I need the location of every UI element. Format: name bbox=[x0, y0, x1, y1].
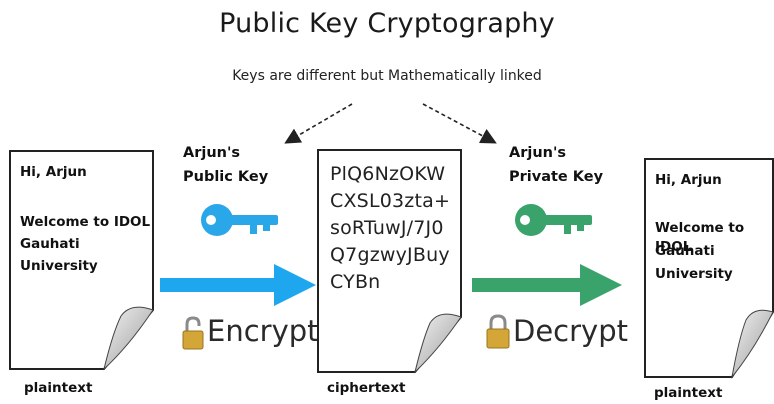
document-page-shape bbox=[317, 149, 462, 374]
plaintext-caption-right: plaintext bbox=[654, 385, 723, 401]
encrypt-arrow bbox=[160, 264, 316, 306]
cipher-line-2: CXSL03zta+ bbox=[330, 190, 451, 212]
diagram-title: Public Key Cryptography bbox=[219, 8, 555, 39]
cipher-line-5: CYBn bbox=[330, 271, 381, 293]
message-line-1: Welcome to IDOL bbox=[655, 220, 745, 255]
locked-padlock-icon bbox=[486, 314, 510, 349]
dashed-arrow-to-public-key bbox=[284, 103, 353, 144]
decrypt-arrow bbox=[472, 264, 622, 306]
plaintext-caption-left: plaintext bbox=[24, 380, 93, 396]
cipher-line-3: soRTuwJ/7J0 bbox=[330, 217, 444, 239]
decrypt-label: Decrypt bbox=[513, 314, 628, 348]
message-line-2: Gauhati bbox=[20, 236, 80, 252]
message-line-1: Welcome to IDOL bbox=[20, 214, 151, 230]
public-key-icon bbox=[201, 204, 278, 236]
message-line-2: Gauhati bbox=[655, 243, 715, 259]
private-key-icon bbox=[515, 204, 592, 236]
encrypt-label: Encrypt bbox=[207, 314, 319, 348]
ciphertext-caption: ciphertext bbox=[327, 380, 406, 396]
greeting-text: Hi, Arjun bbox=[20, 164, 87, 180]
document-page-shape bbox=[9, 150, 154, 371]
plaintext-document-left: Hi, Arjun Welcome to IDOL Gauhati Univer… bbox=[9, 150, 155, 372]
document-page-shape bbox=[644, 158, 774, 379]
message-line-3: University bbox=[20, 258, 98, 274]
plaintext-document-right: Hi, Arjun Welcome to IDOL Gauhati Univer… bbox=[644, 158, 774, 379]
greeting-text: Hi, Arjun bbox=[655, 172, 722, 188]
dashed-arrow-to-private-key bbox=[422, 103, 497, 144]
private-key-label-line2: Private Key bbox=[509, 169, 604, 185]
diagram-subtitle: Keys are different but Mathematically li… bbox=[232, 68, 542, 84]
cipher-line-1: PlQ6NzOKW bbox=[330, 163, 446, 185]
cipher-line-4: Q7gzwyJBuy bbox=[330, 244, 450, 266]
public-key-label-line2: Public Key bbox=[183, 169, 269, 185]
public-key-label-line1: Arjun's bbox=[183, 145, 241, 161]
private-key-label-line1: Arjun's bbox=[509, 145, 567, 161]
message-line-3: University bbox=[655, 266, 733, 282]
ciphertext-document: PlQ6NzOKW CXSL03zta+ soRTuwJ/7J0 Q7gzwyJ… bbox=[317, 149, 463, 374]
unlocked-padlock-icon bbox=[182, 316, 204, 350]
